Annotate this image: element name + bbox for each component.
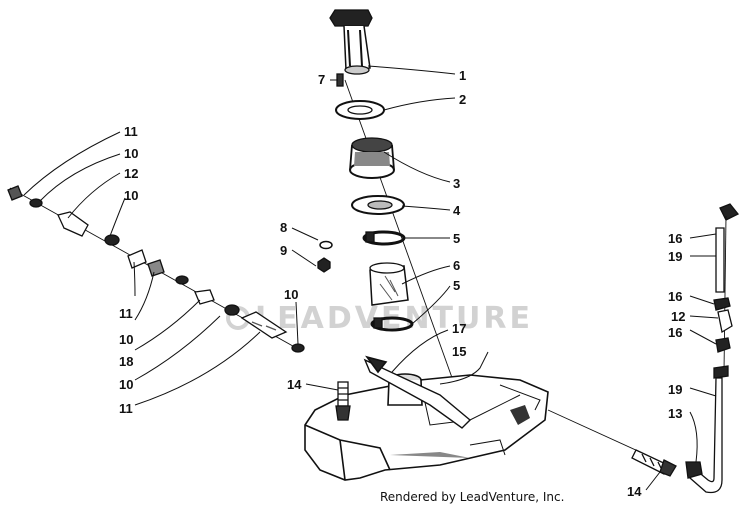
filler-cap [329,9,373,75]
callout-9: 9 [280,243,287,258]
callout-10d: 10 [119,377,133,392]
vent-line [547,409,641,453]
left-line-assembly [7,185,305,353]
washer [319,240,333,250]
callout-14b: 14 [627,484,642,499]
callout-1: 1 [459,68,466,83]
callout-14a: 14 [287,377,302,392]
callout-10a: 10 [124,146,138,161]
callout-10c: 10 [119,332,133,347]
leader-lines [23,65,719,491]
callout-12b: 12 [671,309,685,324]
callout-10e: 10 [284,287,298,302]
callout-13: 13 [668,406,682,421]
callout-4: 4 [453,203,461,218]
callout-3: 3 [453,176,460,191]
adapter [349,137,395,179]
oil-tank [304,355,549,481]
callout-18: 18 [119,354,133,369]
callouts: 1 2 3 4 5 5 6 7 8 9 10 10 10 10 10 11 11… [119,68,685,499]
callout-12a: 12 [124,166,138,181]
filler-hose [369,262,409,306]
callout-8: 8 [280,220,287,235]
callout-7: 7 [318,72,325,87]
callout-16c: 16 [668,325,682,340]
callout-15: 15 [452,344,466,359]
callout-11b: 11 [119,306,133,321]
callout-19b: 19 [668,382,682,397]
callout-16a: 16 [668,231,682,246]
callout-10b: 10 [124,188,138,203]
callout-11a: 11 [124,124,138,139]
hose-clamp-upper [362,230,406,246]
gasket-upper [335,100,385,120]
callout-5b: 5 [453,278,460,293]
callout-17: 17 [452,321,466,336]
gasket-lower [351,195,405,215]
nut [317,257,331,273]
callout-2: 2 [459,92,466,107]
fitting-left [335,381,351,421]
callout-5a: 5 [453,231,460,246]
callout-6: 6 [453,258,460,273]
callout-16b: 16 [668,289,682,304]
callout-11c: 11 [119,401,133,416]
footer-credit: Rendered by LeadVenture, Inc. [380,490,565,504]
callout-19a: 19 [668,249,682,264]
right-line-assembly [631,203,740,494]
